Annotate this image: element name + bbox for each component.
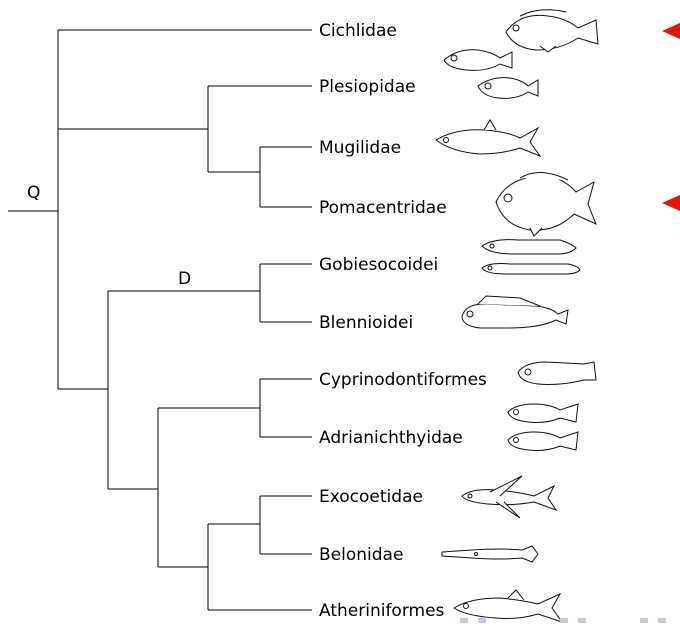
needlefish-icon [442, 546, 538, 562]
plesiopid-fish-icon [444, 50, 538, 99]
root-label: Q [27, 183, 40, 203]
taxon-label-cyprinodontiformes: Cyprinodontiformes [319, 370, 487, 390]
taxon-label-blennioidei: Blennioidei [319, 313, 413, 333]
taxon-label-mugilidae: Mugilidae [319, 138, 401, 158]
flying-fish-icon [462, 476, 556, 518]
mullet-fish-icon [436, 120, 540, 156]
nav-first-icon[interactable] [460, 618, 468, 623]
blenny-fish-icon [462, 296, 568, 328]
tree-branches [8, 30, 312, 610]
taxon-label-pomacentridae: Pomacentridae [319, 198, 447, 218]
nav-search-icon[interactable] [640, 618, 648, 623]
taxon-label-plesiopidae: Plesiopidae [319, 77, 416, 97]
ricefish-icon [508, 404, 578, 451]
taxon-label-gobiesocoidei: Gobiesocoidei [319, 255, 438, 275]
clade-d-label: D [178, 269, 191, 289]
cichlid-fish-icon [506, 10, 598, 52]
taxon-label-exocoetidae: Exocoetidae [319, 487, 423, 507]
killifish-icon [518, 362, 596, 385]
red-marker-cichlidae [662, 23, 680, 39]
clingfish-icon [482, 240, 580, 274]
taxon-label-cichlidae: Cichlidae [319, 21, 397, 41]
slide-navigation[interactable] [460, 618, 666, 623]
silverside-fish-icon [454, 590, 562, 622]
nav-prev-icon[interactable] [478, 618, 486, 623]
taxon-label-belonidae: Belonidae [319, 545, 403, 565]
damselfish-icon [496, 172, 596, 236]
nav-next-icon[interactable] [560, 618, 568, 623]
red-marker-pomacentridae [662, 195, 680, 211]
taxon-label-atheriniformes: Atheriniformes [319, 601, 445, 621]
nav-last-icon[interactable] [578, 618, 586, 623]
nav-undo-icon[interactable] [658, 618, 666, 623]
taxon-label-adrianichthyidae: Adrianichthyidae [319, 428, 463, 448]
